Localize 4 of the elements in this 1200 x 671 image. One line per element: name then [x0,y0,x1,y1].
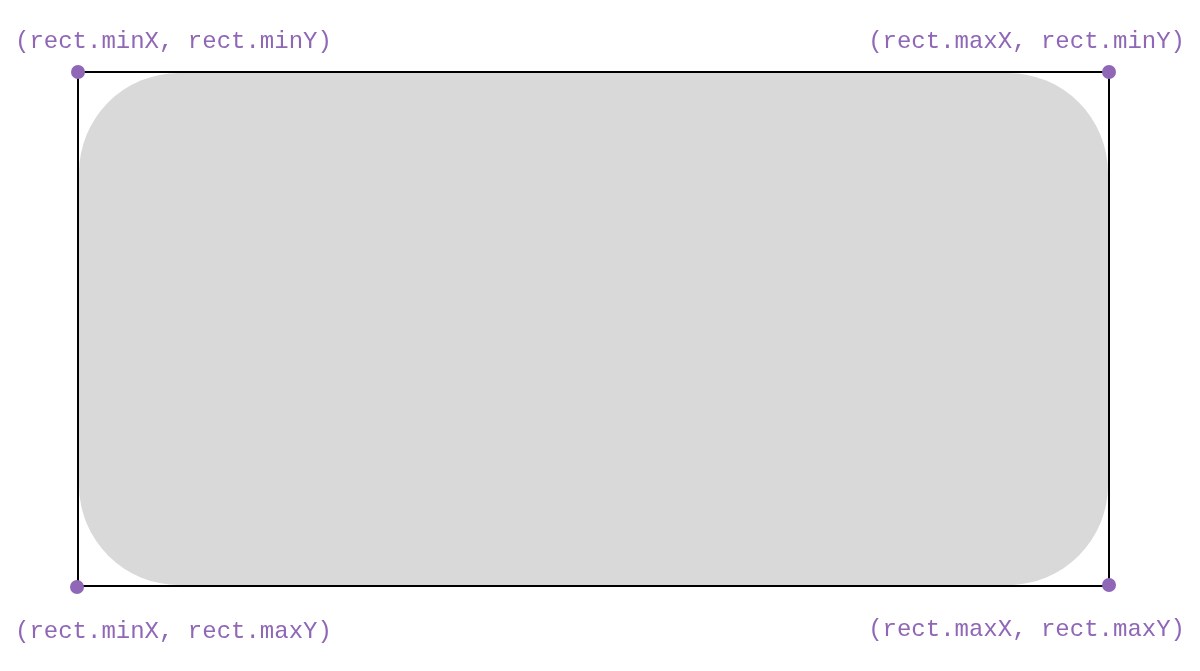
corner-coordinate-label: (rect.maxX, rect.maxY) [868,616,1185,644]
corner-coordinate-label: (rect.minX, rect.minY) [15,28,332,56]
corner-coordinate-label: (rect.maxX, rect.minY) [868,28,1185,56]
corner-coordinate-label: (rect.minX, rect.maxY) [15,618,332,646]
